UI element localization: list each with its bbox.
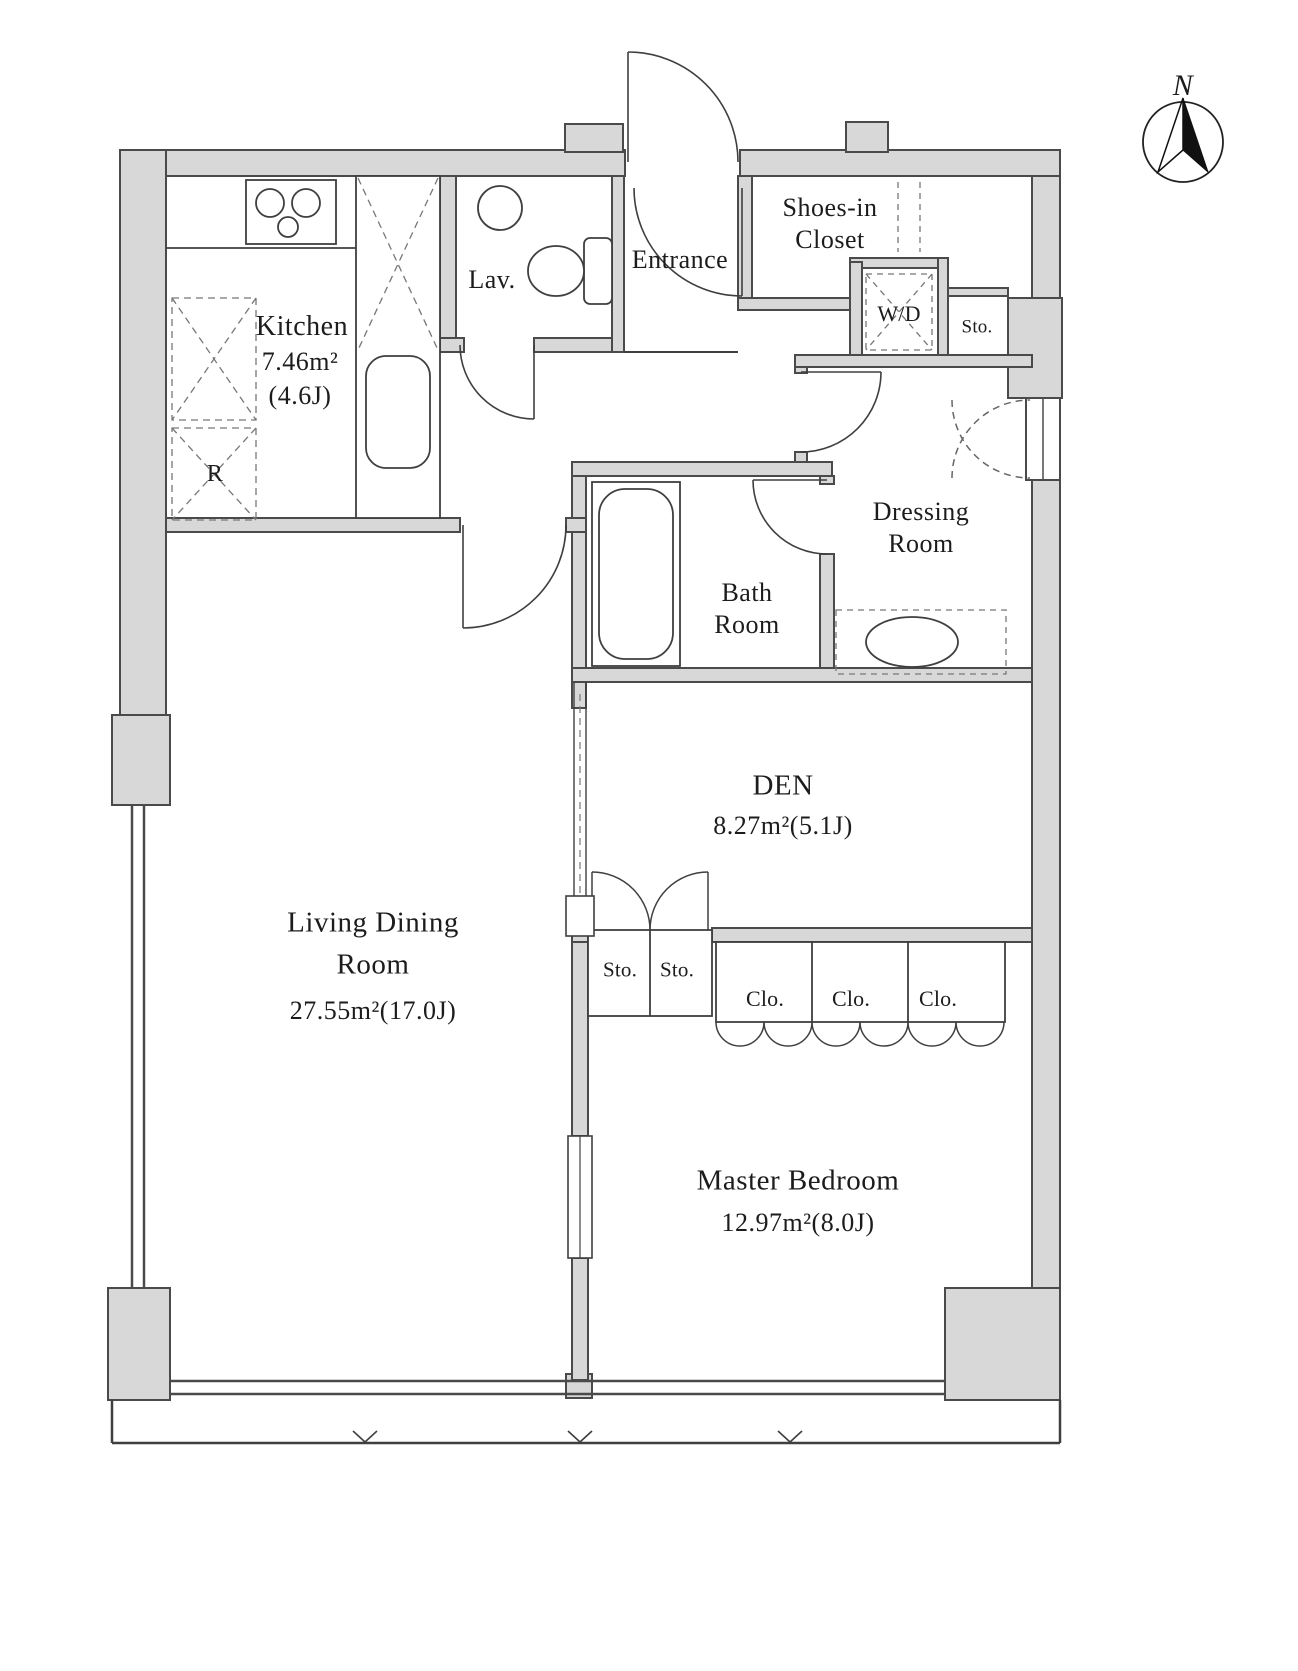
stove (245, 179, 337, 245)
closet-1-label: Clo. (745, 986, 785, 1011)
bathtub (591, 481, 681, 667)
closet-unit (715, 941, 1006, 1023)
shoes-closet-shelves (897, 182, 921, 252)
sliding-doors (565, 682, 595, 1259)
dressing-room-label-line1: Dressing (872, 497, 970, 526)
shoes-closet-label-line2: Closet (795, 225, 865, 254)
bath-room-label-line1: Bath (721, 578, 773, 607)
closet-3-label: Clo. (918, 986, 958, 1011)
bath-room-label-line2: Room (714, 610, 780, 639)
kitchen-counter (166, 175, 441, 519)
refrigerator-label: R (206, 461, 224, 487)
north-label: N (1172, 69, 1194, 102)
kitchen-area: 7.46m² (261, 347, 339, 376)
service-door (951, 397, 1061, 481)
closet-2-label: Clo. (831, 986, 871, 1011)
master-bedroom-area: 12.97m²(8.0J) (721, 1208, 875, 1237)
windows (130, 805, 945, 1396)
den-area: 8.27m²(5.1J) (713, 811, 853, 840)
washer-dryer-label: W/D (877, 301, 921, 326)
counter-dashes (357, 177, 439, 351)
shoes-closet-label-line1: Shoes-in (782, 193, 878, 222)
den-label: DEN (752, 769, 814, 802)
storage-unit (587, 929, 713, 1017)
entrance-door (627, 51, 739, 163)
refrigerator-box (171, 427, 257, 521)
living-dining-label-line2: Room (336, 948, 410, 981)
entrance-label: Entrance (631, 245, 729, 274)
kitchen-tatami: (4.6J) (268, 381, 332, 410)
washer-dryer-box (865, 273, 933, 351)
kitchen-label: Kitchen (255, 311, 349, 342)
balcony (110, 1400, 1062, 1445)
lavatory-sink (477, 185, 523, 231)
door-arcs (459, 51, 882, 629)
living-dining-area: 27.55m²(17.0J) (289, 996, 457, 1025)
storage-doors (591, 871, 709, 931)
storage-entry-label: Sto. (961, 316, 993, 338)
storage-2-label: Sto. (659, 957, 695, 982)
closet-doors (715, 1021, 1005, 1047)
pipe-space-box (171, 297, 257, 421)
dressing-room-label-line2: Room (888, 529, 954, 558)
lavatory-label: Lav. (468, 265, 516, 294)
storage-1-label: Sto. (602, 957, 638, 982)
toilet (527, 237, 613, 305)
compass (1142, 97, 1224, 183)
dressing-sink (835, 609, 1007, 675)
master-bedroom-label: Master Bedroom (696, 1164, 900, 1197)
living-dining-label-line1: Living Dining (287, 906, 459, 939)
